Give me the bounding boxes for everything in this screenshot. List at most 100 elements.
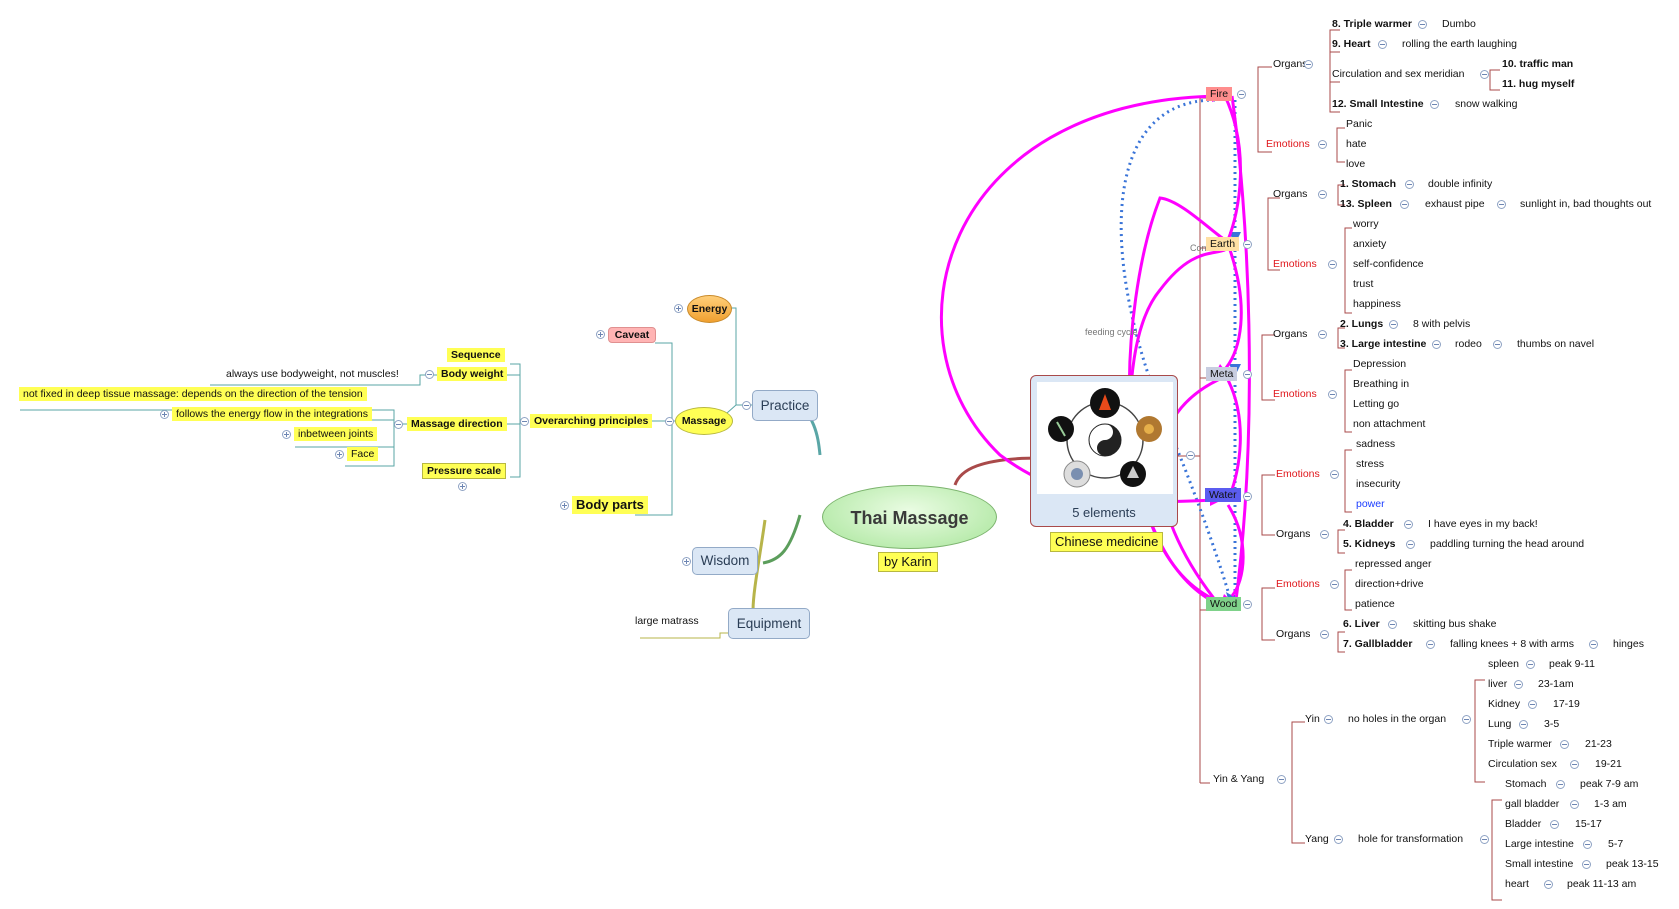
- yang-description-toggle[interactable]: [1480, 835, 1489, 844]
- earth-organ-2[interactable]: 13. Spleen: [1340, 198, 1392, 210]
- earth-organ-1[interactable]: 1. Stomach: [1340, 178, 1397, 190]
- overarching-collapse-toggle[interactable]: [520, 417, 529, 426]
- yin-label[interactable]: Yin: [1305, 713, 1320, 725]
- yin-description-toggle[interactable]: [1462, 715, 1471, 724]
- wood-organ-2-toggle[interactable]: [1426, 640, 1435, 649]
- earth-emotions-toggle[interactable]: [1328, 260, 1337, 269]
- massage-direction-collapse-toggle[interactable]: [394, 420, 403, 429]
- wisdom-topic[interactable]: Wisdom: [692, 547, 758, 575]
- yin-item-1-toggle[interactable]: [1526, 660, 1535, 669]
- water-organ-2-toggle[interactable]: [1406, 540, 1415, 549]
- fire-organ-4[interactable]: 12. Small Intestine: [1332, 98, 1424, 110]
- body-weight-topic[interactable]: Body weight: [437, 367, 508, 381]
- caveat-expand-toggle[interactable]: [596, 330, 605, 339]
- yang-item-1-toggle[interactable]: [1556, 780, 1565, 789]
- fire-emotions-toggle[interactable]: [1318, 140, 1327, 149]
- water-organ-2[interactable]: 5. Kidneys: [1343, 538, 1396, 550]
- massage-collapse-toggle[interactable]: [665, 417, 674, 426]
- water-collapse-toggle[interactable]: [1243, 492, 1252, 501]
- yang-item-3-toggle[interactable]: [1550, 820, 1559, 829]
- water-organs-toggle[interactable]: [1320, 530, 1329, 539]
- wood-organs-label[interactable]: Organs: [1276, 628, 1311, 640]
- central-topic[interactable]: Thai Massage: [822, 485, 997, 549]
- massage-direction-topic[interactable]: Massage direction: [407, 417, 507, 431]
- yang-item-6-toggle[interactable]: [1544, 880, 1553, 889]
- yin-item-2-toggle[interactable]: [1514, 680, 1523, 689]
- water-emotions-label[interactable]: Emotions: [1276, 468, 1320, 480]
- practice-topic[interactable]: Practice: [752, 390, 818, 421]
- wisdom-expand-toggle[interactable]: [682, 557, 691, 566]
- meta-organ-1[interactable]: 2. Lungs: [1340, 318, 1384, 330]
- water-element[interactable]: Water: [1205, 488, 1241, 502]
- yang-toggle[interactable]: [1334, 835, 1343, 844]
- joints-expand-toggle[interactable]: [282, 430, 291, 439]
- earth-organs-label[interactable]: Organs: [1273, 188, 1308, 200]
- fire-organs-toggle[interactable]: [1304, 60, 1313, 69]
- body-weight-collapse-toggle[interactable]: [425, 370, 434, 379]
- fire-organs-label[interactable]: Organs: [1273, 58, 1308, 70]
- fire-collapse-toggle[interactable]: [1237, 90, 1246, 99]
- yin-item-3-toggle[interactable]: [1528, 700, 1537, 709]
- overarching-principles[interactable]: Overarching principles: [530, 414, 653, 428]
- yin-item-5-toggle[interactable]: [1560, 740, 1569, 749]
- pressure-scale-topic[interactable]: Pressure scale: [422, 463, 507, 479]
- sequence-topic[interactable]: Sequence: [447, 348, 505, 362]
- pressure-scale-expand-toggle[interactable]: [458, 482, 467, 491]
- meta-organ-2-note-toggle[interactable]: [1493, 340, 1502, 349]
- body-parts-expand-toggle[interactable]: [560, 501, 569, 510]
- yang-item-4-toggle[interactable]: [1583, 840, 1592, 849]
- body-parts-topic[interactable]: Body parts: [572, 496, 648, 514]
- energy-expand-toggle[interactable]: [674, 304, 683, 313]
- meta-element[interactable]: Meta: [1206, 367, 1238, 381]
- meta-organs-label[interactable]: Organs: [1273, 328, 1308, 340]
- chinese-medicine-topic[interactable]: Chinese medicine: [1050, 532, 1164, 552]
- wood-emotions-toggle[interactable]: [1330, 580, 1339, 589]
- yang-label[interactable]: Yang: [1305, 833, 1329, 845]
- meta-organ-2[interactable]: 3. Large intestine: [1340, 338, 1427, 350]
- yin-toggle[interactable]: [1324, 715, 1333, 724]
- fire-organ-3-toggle[interactable]: [1480, 70, 1489, 79]
- meta-emotions-label[interactable]: Emotions: [1273, 388, 1317, 400]
- yin-yang-topic[interactable]: Yin & Yang: [1213, 773, 1265, 785]
- wood-organ-1-toggle[interactable]: [1388, 620, 1397, 629]
- fire-organ-1[interactable]: 8. Triple warmer: [1332, 18, 1412, 30]
- yang-item-5-toggle[interactable]: [1582, 860, 1591, 869]
- meta-organ-1-toggle[interactable]: [1389, 320, 1398, 329]
- fire-organ-4-toggle[interactable]: [1430, 100, 1439, 109]
- five-elements-card[interactable]: 5 elements: [1030, 375, 1178, 527]
- wood-organ-2[interactable]: 7. Gallbladder: [1343, 638, 1413, 650]
- equipment-topic[interactable]: Equipment: [728, 608, 810, 639]
- earth-organs-toggle[interactable]: [1318, 190, 1327, 199]
- fire-organ-1-toggle[interactable]: [1418, 20, 1427, 29]
- water-emotions-toggle[interactable]: [1330, 470, 1339, 479]
- water-organ-1-toggle[interactable]: [1404, 520, 1413, 529]
- yang-item-2-toggle[interactable]: [1570, 800, 1579, 809]
- earth-organ-2-toggle[interactable]: [1400, 200, 1409, 209]
- fire-organ-2-toggle[interactable]: [1378, 40, 1387, 49]
- energy-flow-expand-toggle[interactable]: [160, 410, 169, 419]
- fire-emotions-label[interactable]: Emotions: [1266, 138, 1310, 150]
- wood-organ-1[interactable]: 6. Liver: [1343, 618, 1380, 630]
- energy-topic[interactable]: Energy: [687, 295, 732, 323]
- fire-organ-2[interactable]: 9. Heart: [1332, 38, 1371, 50]
- wood-organs-toggle[interactable]: [1320, 630, 1329, 639]
- water-organ-1[interactable]: 4. Bladder: [1343, 518, 1394, 530]
- wood-emotions-label[interactable]: Emotions: [1276, 578, 1320, 590]
- earth-collapse-toggle[interactable]: [1243, 240, 1252, 249]
- fire-element[interactable]: Fire: [1206, 87, 1233, 101]
- wood-collapse-toggle[interactable]: [1243, 600, 1252, 609]
- earth-organ-2-note-toggle[interactable]: [1497, 200, 1506, 209]
- earth-element[interactable]: Earth: [1206, 237, 1240, 251]
- practice-collapse-toggle[interactable]: [742, 401, 751, 410]
- earth-organ-1-toggle[interactable]: [1405, 180, 1414, 189]
- wood-organ-2-note-toggle[interactable]: [1589, 640, 1598, 649]
- earth-emotions-label[interactable]: Emotions: [1273, 258, 1317, 270]
- chinese-medicine-collapse-toggle[interactable]: [1186, 451, 1195, 460]
- fire-organ-3[interactable]: Circulation and sex meridian: [1332, 68, 1465, 80]
- face-expand-toggle[interactable]: [335, 450, 344, 459]
- yin-yang-toggle[interactable]: [1277, 775, 1286, 784]
- caveat-topic[interactable]: Caveat: [608, 327, 656, 343]
- water-organs-label[interactable]: Organs: [1276, 528, 1311, 540]
- massage-topic[interactable]: Massage: [675, 407, 733, 435]
- meta-organs-toggle[interactable]: [1318, 330, 1327, 339]
